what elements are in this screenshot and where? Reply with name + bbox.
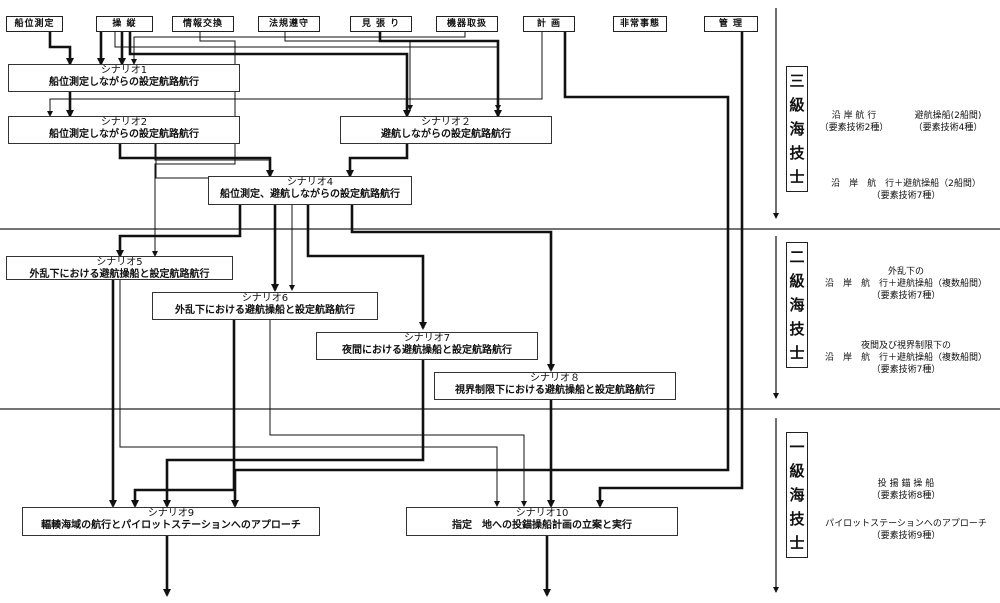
note-pilot-approach: パイロットステーションへのアプローチ （要素技術9種） — [812, 518, 1000, 542]
level-3-char: 士 — [789, 168, 805, 186]
top-item-communication: 情報交換 — [172, 16, 234, 32]
note-anchoring: 投 揚 錨 操 船 （要素技術8種） — [812, 478, 1000, 502]
note-line: パイロットステーションへのアプローチ — [825, 519, 987, 529]
scenario-5-title: シナリオ5 — [96, 257, 143, 268]
level-1-char: 士 — [789, 534, 805, 552]
level-2-char: 二 — [789, 248, 805, 266]
top-item-steering: 操 縦 — [96, 16, 153, 32]
top-item-position-fixing: 船位測定 — [6, 16, 63, 32]
scenario-7-box: シナリオ7 夜間における避航操船と設定航路航行 — [316, 332, 538, 360]
note-line: （要素技術7種） — [871, 365, 941, 375]
level-2-char: 海 — [789, 296, 805, 314]
level-3rd-class-box: 三 級 海 技 士 — [786, 66, 808, 192]
scenario-6-box: シナリオ6 外乱下における避航操船と設定航路航行 — [152, 292, 378, 320]
scenario-1-title: シナリオ1 — [100, 65, 148, 76]
scenario-2-box: シナリオ2 船位測定しながらの設定航路航行 — [8, 116, 240, 144]
scenario-5-desc: 外乱下における避航操船と設定航路航行 — [29, 269, 210, 280]
scenario-9-title: シナリオ9 — [147, 508, 195, 519]
note-line: （要素技術7種） — [871, 191, 941, 201]
scenario-2-title: シナリオ2 — [100, 117, 148, 128]
note-coastal-plus-avoidance: 沿 岸 航 行＋避航操船（2船間） （要素技術7種） — [812, 178, 1000, 202]
scenario-6-desc: 外乱下における避航操船と設定航路航行 — [175, 305, 355, 316]
scenario-8-desc: 視界制限下における避航操船と設定航路航行 — [455, 385, 655, 396]
scenario-9-box: シナリオ9 輻輳海域の航行とパイロットステーションへのアプローチ — [22, 507, 320, 536]
top-item-management: 管 理 — [704, 16, 758, 32]
scenario-7-title: シナリオ7 — [403, 333, 451, 344]
level-3-char: 三 — [789, 72, 805, 90]
thick-connectors — [48, 31, 744, 597]
scenario-1-box: シナリオ1 船位測定しながらの設定航路航行 — [8, 64, 240, 92]
note-line: （要素技術8種） — [871, 491, 941, 501]
top-item-lookout: 見 張 り — [350, 16, 412, 32]
level-1-char: 一 — [789, 438, 805, 456]
level-3-char: 技 — [789, 144, 805, 162]
note-line: 投 揚 錨 操 船 — [877, 479, 935, 489]
scenario-9-desc: 輻輳海域の航行とパイロットステーションへのアプローチ — [41, 520, 301, 531]
note-line: 避航操船(2船間) — [914, 111, 982, 121]
scenario-5-box: シナリオ5 外乱下における避航操船と設定航路航行 — [6, 256, 233, 280]
scenario-3-title: シナリオ２ — [421, 117, 471, 128]
scenario-10-box: シナリオ10 指定 地への投錨操船計画の立案と実行 — [406, 507, 678, 536]
scenario-6-title: シナリオ6 — [241, 293, 289, 304]
level-2nd-class-box: 二 級 海 技 士 — [786, 242, 808, 368]
scenario-3-box: シナリオ２ 避航しながらの設定航路航行 — [340, 116, 552, 144]
scenario-7-desc: 夜間における避航操船と設定航路航行 — [342, 345, 512, 356]
scenario-10-title: シナリオ10 — [515, 508, 569, 519]
top-item-planning: 計 画 — [523, 16, 575, 32]
scenario-4-box: シナリオ4 船位測定、避航しながらの設定航路航行 — [208, 176, 412, 205]
note-line: 沿 岸 航 行 — [831, 111, 877, 121]
scenario-1-desc: 船位測定しながらの設定航路航行 — [49, 77, 199, 88]
note-disturbance: 外乱下の 沿 岸 航 行＋避航操船（複数船間） （要素技術7種） — [812, 266, 1000, 302]
level-2-char: 士 — [789, 344, 805, 362]
note-line: （要素技術9種） — [871, 531, 941, 541]
scenario-4-title: シナリオ4 — [286, 177, 334, 188]
note-line: 夜間及び視界制限下の — [860, 341, 951, 351]
note-line: （要素技術2種） — [819, 123, 889, 133]
level-1st-class-box: 一 級 海 技 士 — [786, 432, 808, 558]
note-line: 沿 岸 航 行＋避航操船（複数船間） — [824, 279, 987, 289]
scenario-8-box: シナリオ８ 視界制限下における避航操船と設定航路航行 — [434, 372, 676, 400]
note-line: 沿 岸 航 行＋避航操船（複数船間） — [824, 353, 987, 363]
top-item-emergency: 非常事態 — [613, 16, 667, 32]
level-3-char: 海 — [789, 120, 805, 138]
scenario-10-desc: 指定 地への投錨操船計画の立案と実行 — [452, 520, 632, 531]
top-item-equipment: 機器取扱 — [436, 16, 498, 32]
level-2-char: 級 — [789, 272, 805, 290]
scenario-8-title: シナリオ８ — [530, 373, 580, 384]
level-3-char: 級 — [789, 96, 805, 114]
level-1-char: 海 — [789, 486, 805, 504]
scenario-4-desc: 船位測定、避航しながらの設定航路航行 — [220, 189, 400, 200]
scenario-2-desc: 船位測定しながらの設定航路航行 — [49, 129, 199, 140]
note-night-visibility: 夜間及び視界制限下の 沿 岸 航 行＋避航操船（複数船間） （要素技術7種） — [812, 340, 1000, 376]
top-item-regulation: 法規遵守 — [258, 16, 320, 32]
note-line: 外乱下の — [887, 267, 924, 277]
level-1-char: 技 — [789, 510, 805, 528]
level-2-char: 技 — [789, 320, 805, 338]
level-1-char: 級 — [789, 462, 805, 480]
note-line: （要素技術4種） — [913, 123, 983, 133]
note-line: 沿 岸 航 行＋避航操船（2船間） — [831, 179, 981, 189]
note-collision-avoidance: 避航操船(2船間) （要素技術4種） — [896, 110, 1000, 134]
note-coastal-navigation: 沿 岸 航 行 （要素技術2種） — [812, 110, 896, 134]
note-line: （要素技術7種） — [871, 291, 941, 301]
scenario-3-desc: 避航しながらの設定航路航行 — [381, 129, 511, 140]
